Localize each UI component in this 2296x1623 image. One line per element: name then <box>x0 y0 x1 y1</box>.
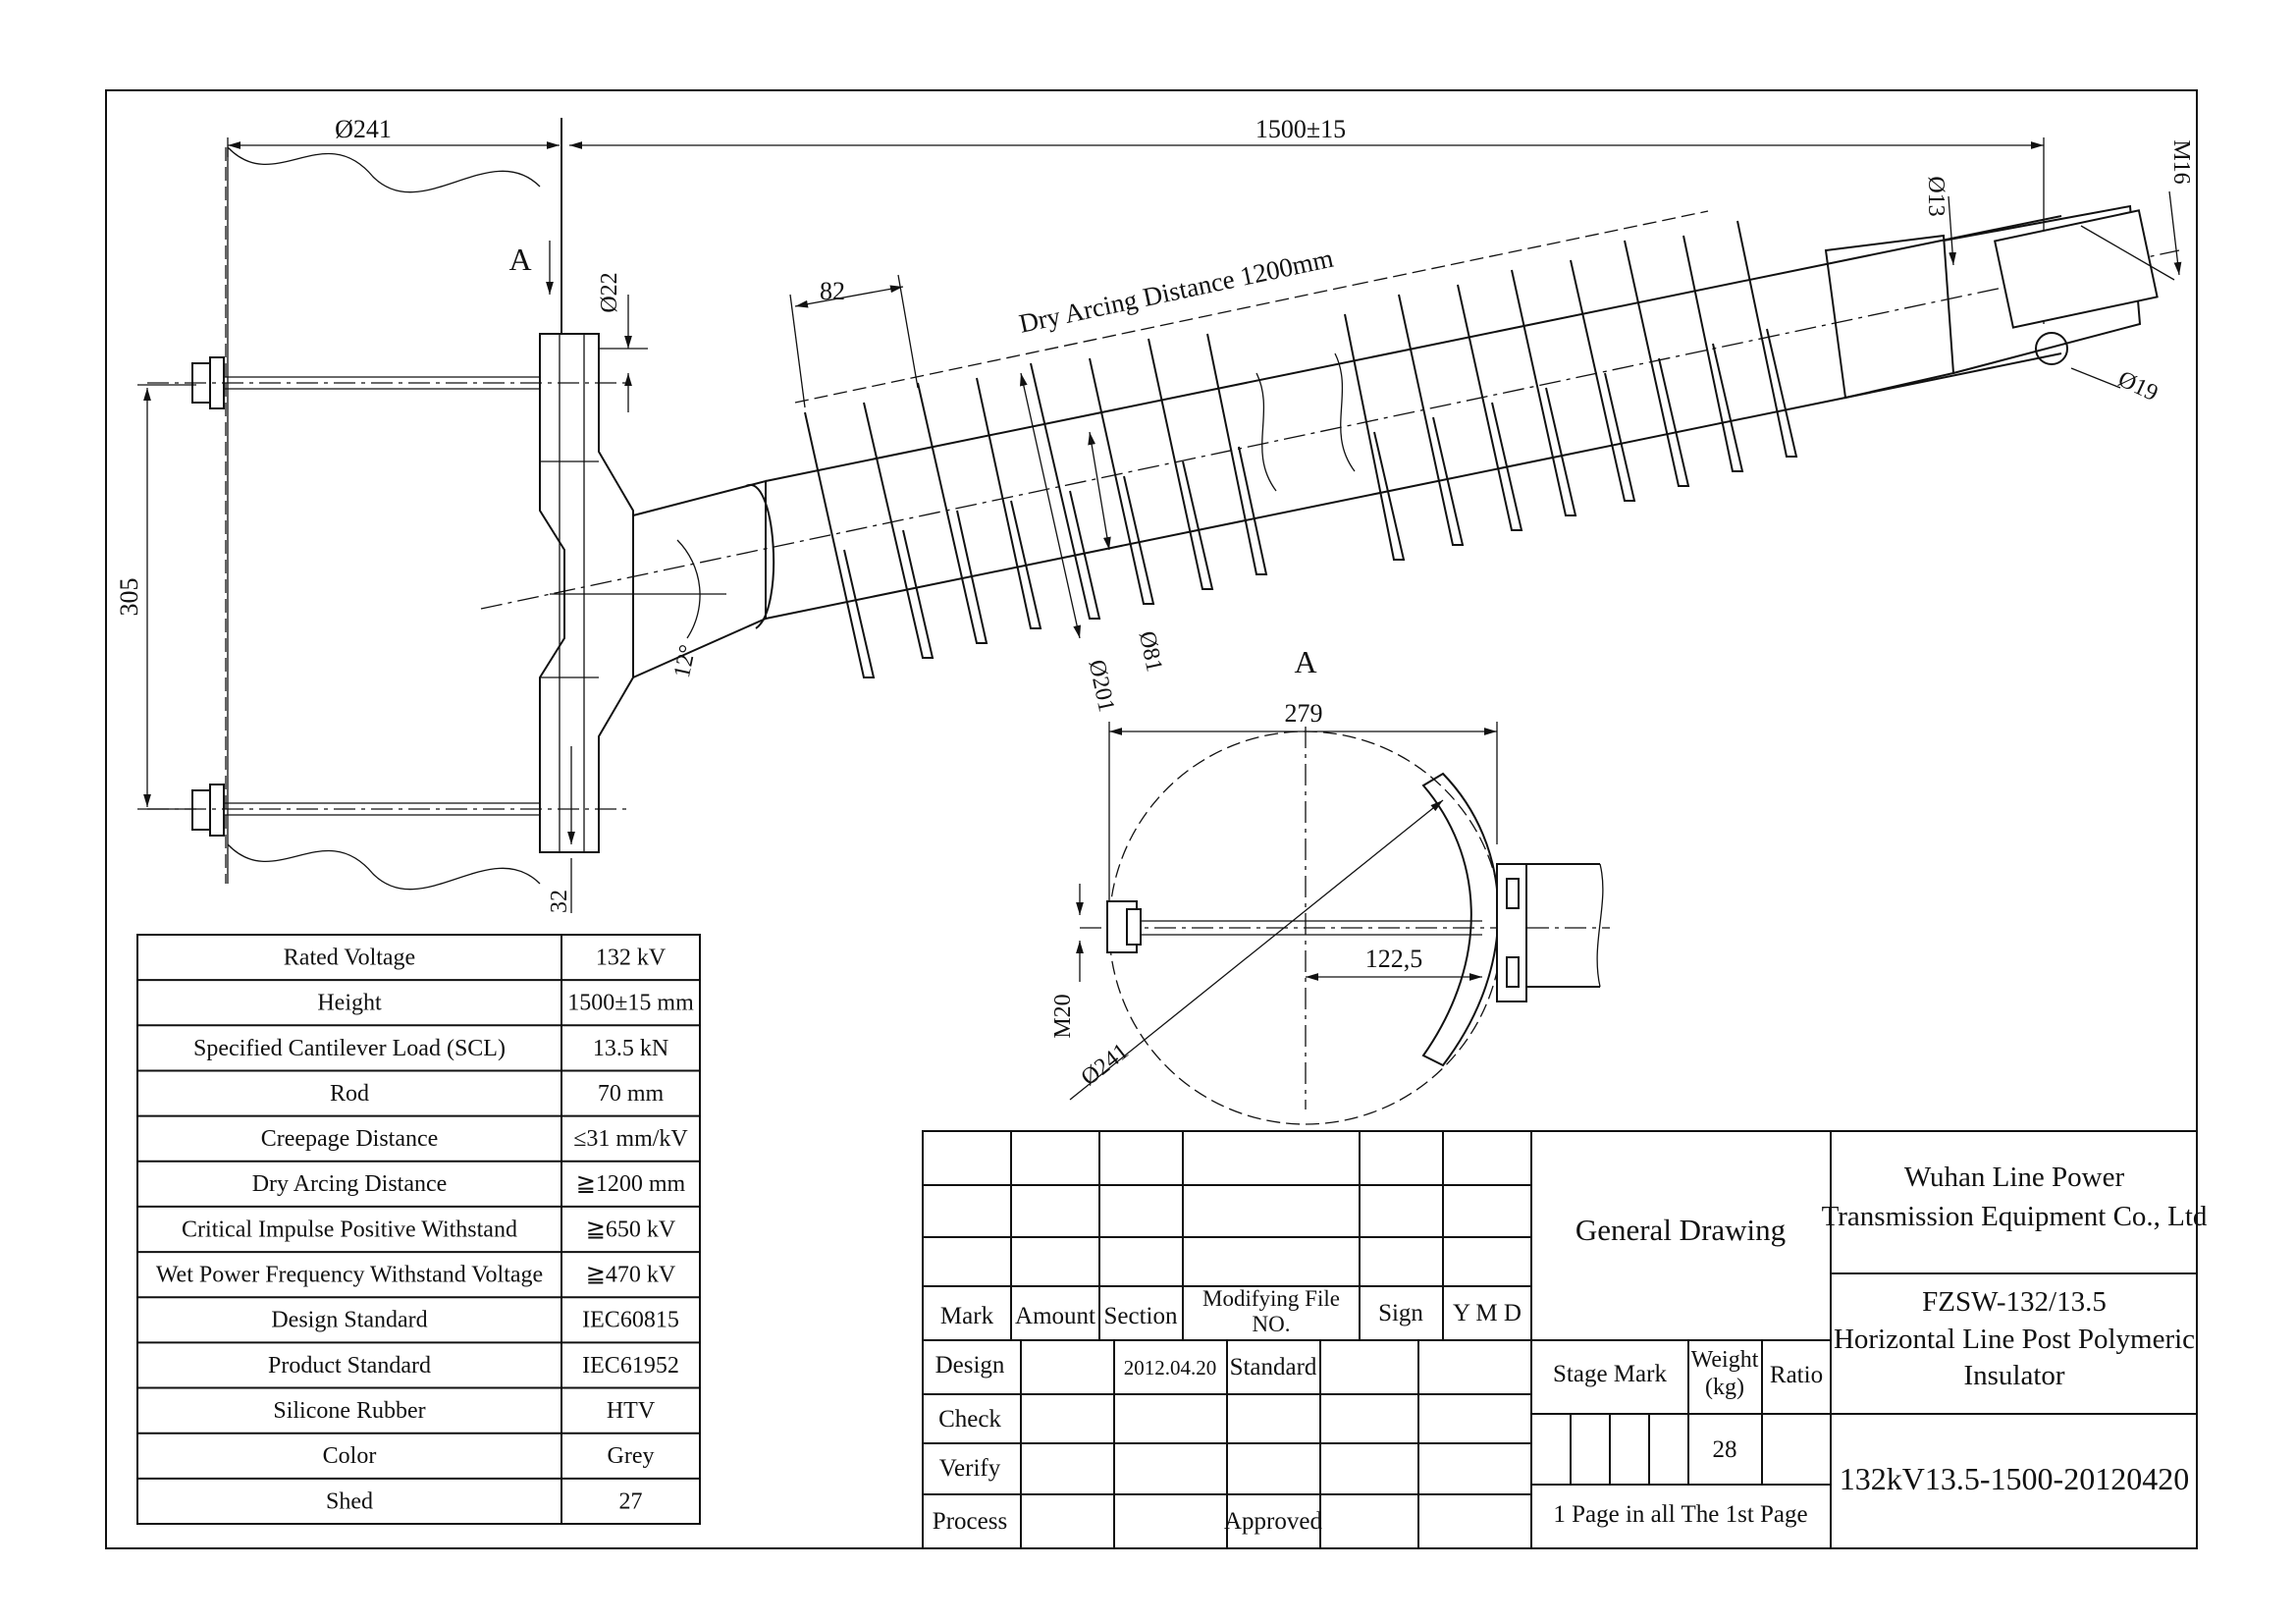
tb-standard: Standard <box>1230 1354 1317 1380</box>
spec-label: Creepage Distance <box>261 1126 439 1152</box>
spec-label: Height <box>317 991 382 1016</box>
tb-modifying-file-2: NO. <box>1253 1312 1291 1336</box>
spec-table <box>136 934 701 1525</box>
spec-value: 13.5 kN <box>593 1036 668 1061</box>
tb-process: Process <box>933 1508 1007 1535</box>
tb-check: Check <box>938 1406 1001 1433</box>
tb-stage-mark: Stage Mark <box>1553 1361 1667 1387</box>
tb-verify: Verify <box>939 1455 1001 1482</box>
tb-pages: 1 Page in all The 1st Page <box>1553 1501 1807 1528</box>
spec-value: ≤31 mm/kV <box>573 1126 688 1152</box>
dim-shed-pitch: 82 <box>820 277 845 305</box>
tb-product-1: Horizontal Line Post Polymeric <box>1834 1324 2195 1355</box>
spec-label: Wet Power Frequency Withstand Voltage <box>156 1263 543 1288</box>
tb-mark: Mark <box>940 1303 994 1329</box>
main-view <box>137 118 2182 913</box>
spec-label: Rated Voltage <box>284 945 415 970</box>
spec-label: Shed <box>326 1488 373 1514</box>
tb-approved: Approved <box>1224 1508 1322 1535</box>
view-label-a: A <box>508 242 531 277</box>
section-a-label: A <box>1294 644 1316 679</box>
dim-bottom-32: 32 <box>547 890 572 913</box>
spec-label: Color <box>323 1443 377 1469</box>
dim-d13: Ø13 <box>1923 176 1949 216</box>
tb-model: FZSW-132/13.5 <box>1922 1286 2107 1318</box>
spec-label: Silicone Rubber <box>273 1398 425 1424</box>
tb-company-1: Wuhan Line Power <box>1904 1162 2125 1193</box>
tb-ratio: Ratio <box>1770 1362 1823 1388</box>
tb-sign: Sign <box>1378 1300 1423 1326</box>
spec-value: Grey <box>608 1443 655 1469</box>
dim-bolt-spacing: 305 <box>115 578 143 617</box>
dim-angle: 12° <box>669 642 701 679</box>
tb-modifying-file-1: Modifying File <box>1202 1286 1340 1311</box>
tb-weight-2: (kg) <box>1705 1375 1744 1400</box>
spec-value: 70 mm <box>598 1081 665 1107</box>
tb-design: Design <box>935 1352 1005 1379</box>
dim-section-m20: M20 <box>1050 994 1076 1038</box>
spec-value: ≧650 kV <box>586 1217 676 1242</box>
dim-section-width: 279 <box>1285 699 1323 728</box>
dim-section-d241: Ø241 <box>1077 1039 1134 1091</box>
dim-dry-arcing: Dry Arcing Distance 1200mm <box>1016 243 1335 339</box>
dim-d201: Ø201 <box>1084 658 1120 715</box>
dim-m16: M16 <box>2168 139 2194 184</box>
spec-value: ≧1200 mm <box>576 1171 686 1197</box>
tb-drawing-no: 132kV13.5-1500-20120420 <box>1840 1461 2189 1496</box>
spec-value: 1500±15 mm <box>567 991 694 1016</box>
section-a-view <box>1069 722 1610 1125</box>
spec-label: Critical Impulse Positive Withstand <box>182 1217 517 1242</box>
dim-d22: Ø22 <box>597 272 622 312</box>
tb-product-2: Insulator <box>1963 1360 2064 1391</box>
dim-d81: Ø81 <box>1134 629 1167 675</box>
spec-value: IEC60815 <box>582 1308 679 1333</box>
tb-general-drawing: General Drawing <box>1575 1213 1786 1247</box>
tb-section: Section <box>1104 1303 1178 1329</box>
spec-value: 27 <box>619 1488 643 1514</box>
dim-top-span: 1500±15 <box>1255 115 1346 143</box>
tb-ymd: Y M D <box>1453 1300 1522 1326</box>
dim-d19: Ø19 <box>2114 366 2162 406</box>
spec-label: Specified Cantilever Load (SCL) <box>193 1036 506 1061</box>
dim-section-offset: 122,5 <box>1365 945 1423 973</box>
spec-value: 132 kV <box>596 945 667 970</box>
tb-weight-1: Weight <box>1691 1347 1759 1373</box>
spec-value: HTV <box>607 1398 656 1424</box>
spec-label: Dry Arcing Distance <box>252 1171 448 1197</box>
tb-company-2: Transmission Equipment Co., Ltd <box>1822 1201 2208 1232</box>
spec-value: IEC61952 <box>582 1353 679 1379</box>
tb-amount: Amount <box>1015 1303 1095 1329</box>
spec-label: Rod <box>330 1081 369 1107</box>
spec-value: ≧470 kV <box>586 1263 676 1288</box>
title-block <box>922 1130 2198 1549</box>
dim-top-left: Ø241 <box>335 115 392 143</box>
spec-label: Design Standard <box>271 1308 427 1333</box>
tb-design-date: 2012.04.20 <box>1124 1356 1217 1380</box>
tb-weight-value: 28 <box>1713 1436 1737 1463</box>
spec-label: Product Standard <box>268 1353 431 1379</box>
